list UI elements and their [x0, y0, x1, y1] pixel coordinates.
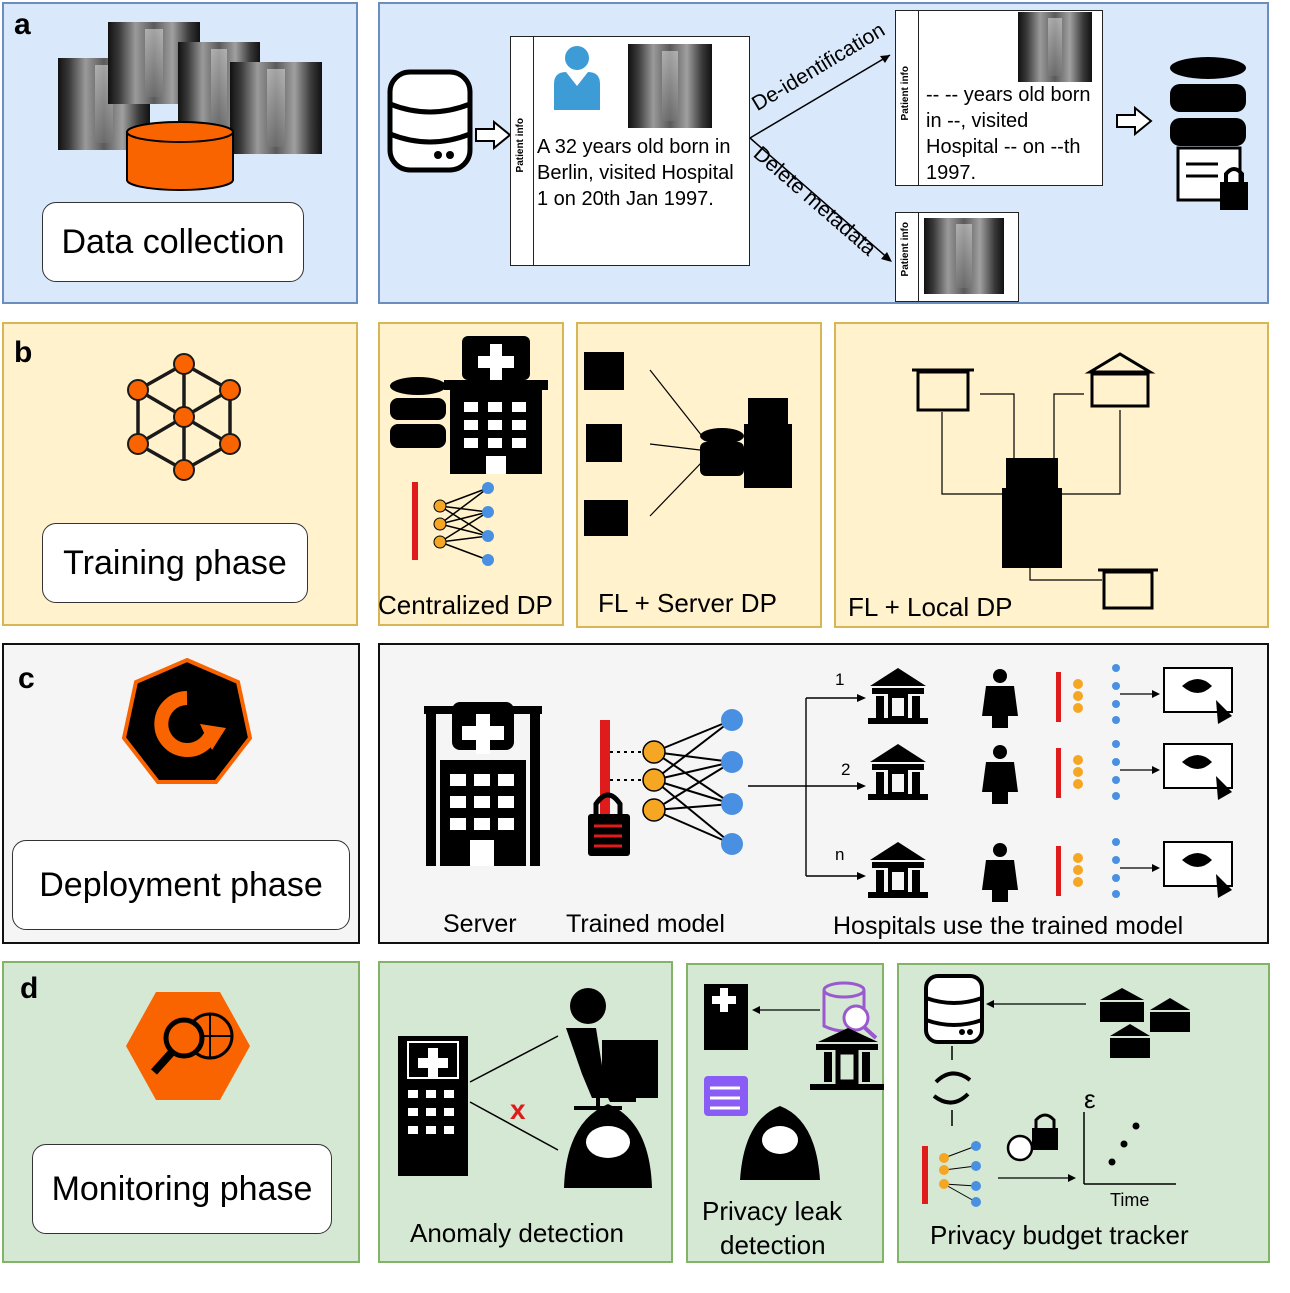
hollow-arrow-icon	[1116, 105, 1153, 137]
database-icon	[387, 69, 473, 173]
branch-arrows	[749, 54, 892, 262]
privacy-budget-label: Privacy budget tracker	[930, 1220, 1189, 1250]
time-label: Time	[1110, 1190, 1150, 1210]
blocked-x-mark: x	[510, 1094, 526, 1125]
hospital-icon	[444, 336, 548, 474]
privacy-leak-label-2: detection	[720, 1230, 826, 1260]
monitoring-phase-label: Monitoring phase	[32, 1144, 332, 1234]
patient-xray-image	[628, 44, 712, 128]
neural-network-icon	[412, 482, 494, 566]
secure-database-icon	[1170, 57, 1248, 210]
deployment-arrows	[748, 694, 866, 880]
anomaly-diagram	[398, 988, 658, 1188]
patient-text: A 32 years old born in Berlin, visited H…	[537, 136, 734, 210]
privacy-leak-label-1: Privacy leak	[702, 1196, 843, 1226]
panel-b-letter: b	[14, 336, 33, 369]
leak-diagram	[704, 981, 884, 1180]
deid-card-sidebar	[895, 10, 919, 186]
fl-server-dp-label: FL + Server DP	[598, 588, 777, 618]
hospital-row-n	[868, 838, 1233, 902]
server-hospital-icon	[424, 702, 542, 866]
fl-server-diagram	[584, 352, 792, 536]
database-icon	[390, 377, 446, 448]
metadata-xray-image	[924, 218, 1004, 294]
data-collection-label: Data collection	[42, 202, 304, 282]
hospital-index-n: n	[835, 845, 845, 864]
panel-a-letter: a	[14, 8, 31, 41]
panel-c-letter: c	[18, 662, 35, 695]
patient-info-sidebar	[510, 36, 534, 266]
hospital-row-2	[868, 740, 1233, 804]
trained-model-icon	[588, 709, 743, 856]
fl-local-diagram	[912, 352, 1158, 610]
anomaly-detection-label: Anomaly detection	[410, 1218, 624, 1248]
hospital-index-2: 2	[841, 760, 851, 779]
hospitals-label: Hospitals use the trained model	[833, 912, 1184, 940]
trained-model-label: Trained model	[566, 910, 725, 938]
fl-local-dp-label: FL + Local DP	[848, 592, 1013, 622]
hospital-row-1	[868, 664, 1233, 728]
deid-xray-image	[1018, 12, 1092, 82]
deid-card-label: Patient info	[900, 66, 911, 121]
deployment-phase-label: Deployment phase	[12, 840, 350, 930]
epsilon-label: ε	[1084, 1084, 1096, 1114]
person-icon	[554, 46, 600, 110]
xray-image-4	[230, 62, 322, 154]
metadata-card-sidebar	[895, 212, 919, 302]
hospital-index-1: 1	[835, 670, 845, 689]
panel-c-right	[378, 643, 1269, 944]
metadata-card-label: Patient info	[900, 222, 911, 277]
orange-database-icon	[126, 121, 234, 191]
server-label: Server	[443, 910, 517, 938]
deployment-icon	[121, 657, 253, 784]
hollow-arrow-icon	[475, 119, 512, 151]
monitoring-icon	[126, 992, 250, 1100]
patient-info-label: Patient info	[515, 118, 526, 173]
panel-d-letter: d	[20, 972, 39, 1005]
centralized-dp-label: Centralized DP	[378, 590, 553, 620]
training-phase-label: Training phase	[42, 523, 308, 603]
network-graph-icon	[127, 353, 241, 481]
budget-diagram	[922, 974, 1190, 1207]
deid-text: -- -- years old born in --, visited Hosp…	[926, 84, 1091, 184]
